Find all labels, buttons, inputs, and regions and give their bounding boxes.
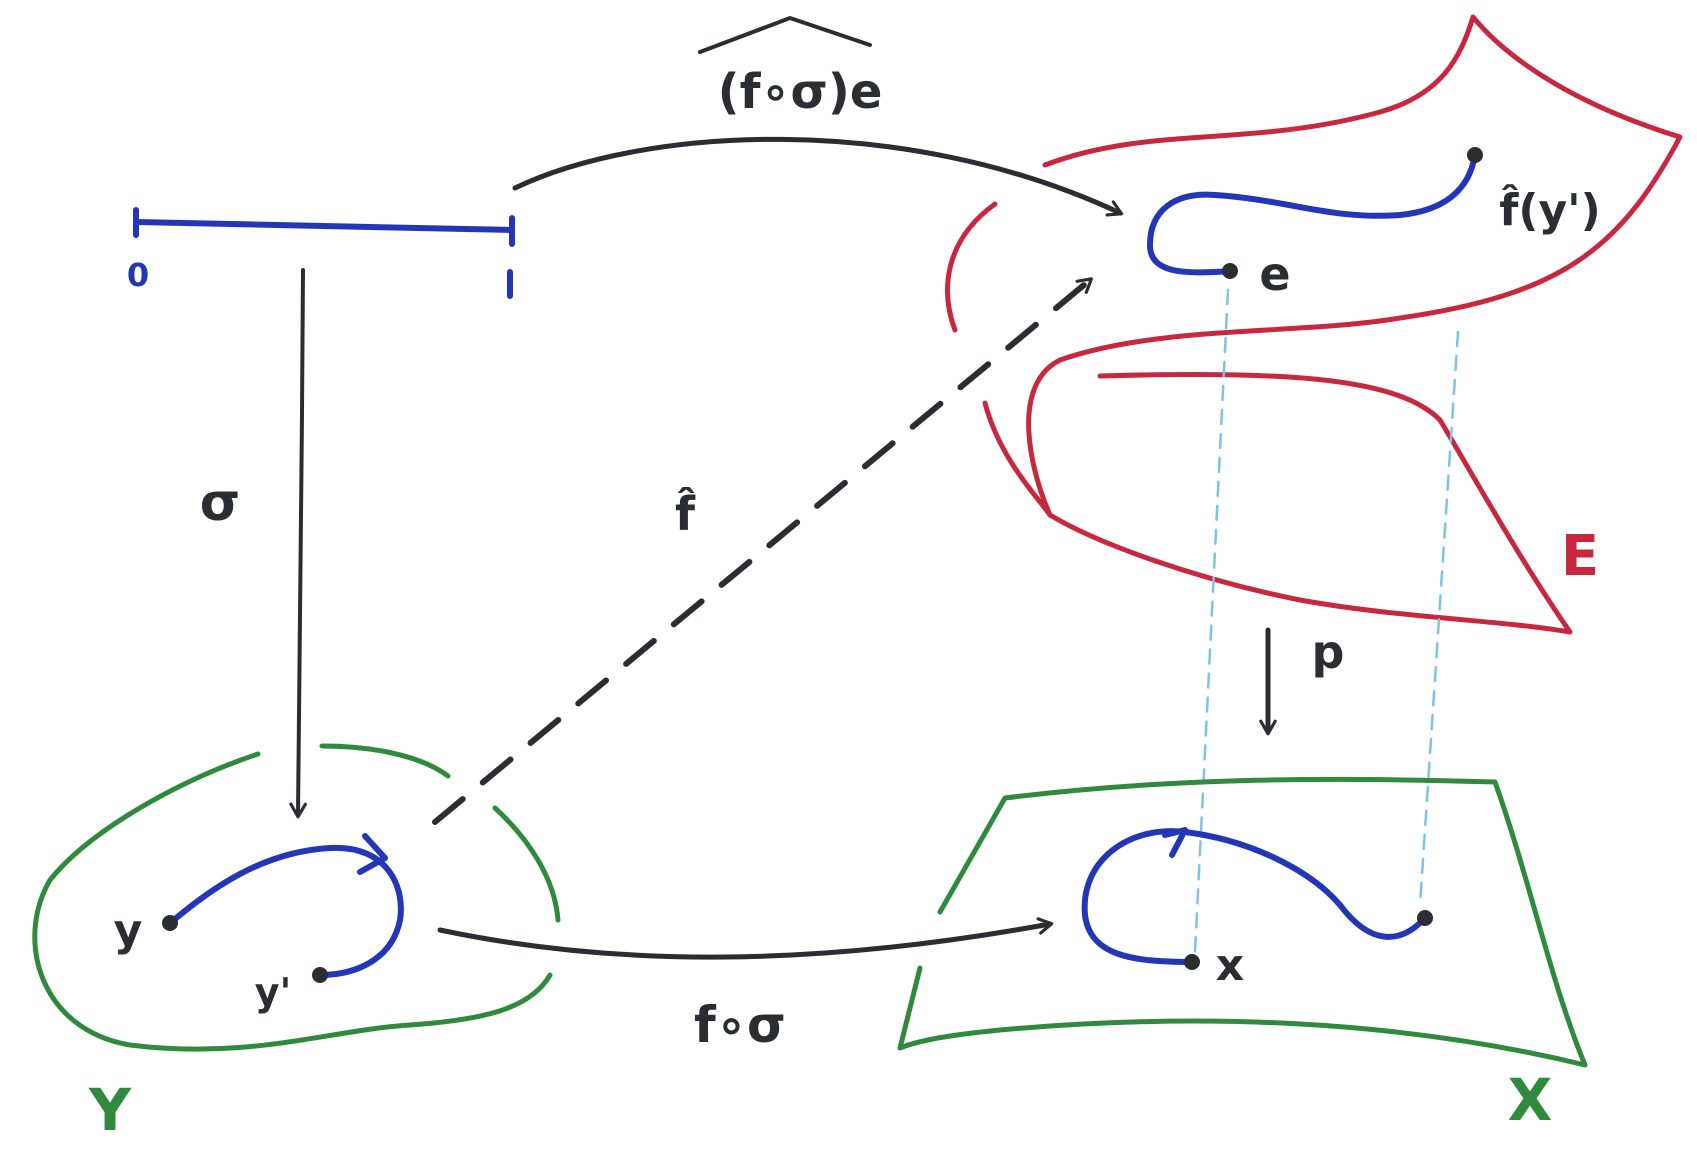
point-y-prime-label: y' <box>255 970 291 1014</box>
point-y-prime-dot <box>312 967 328 983</box>
lift-path-hat <box>698 16 872 54</box>
point-x-label: x <box>1216 940 1244 991</box>
lift-path-label: (f∘σ)e <box>718 64 883 120</box>
f-hat-label: f̂ <box>675 487 696 541</box>
f-sigma-label: f∘σ <box>694 996 786 1054</box>
projection-arrow: p <box>1259 625 1345 736</box>
space-X-label: X <box>1508 1066 1553 1134</box>
sigma-label: σ <box>200 473 241 533</box>
point-y-dot <box>162 915 178 931</box>
space-Y: Y <box>32 743 561 1144</box>
space-E-label: E <box>1561 524 1599 589</box>
projection-guide-lines <box>1193 288 1460 954</box>
space-Y-label: Y <box>88 1076 132 1144</box>
space-X: X <box>897 776 1588 1134</box>
path-in-X: x <box>1081 827 1433 991</box>
unit-interval: 0 <box>127 207 515 299</box>
point-x-dot <box>1184 954 1200 970</box>
lifted-path-in-E: e f̂(y') <box>1147 147 1601 301</box>
point-e-dot <box>1222 263 1238 279</box>
f-hat-dashed-arrow: f̂ <box>432 277 1093 825</box>
p-label: p <box>1312 625 1345 679</box>
point-y-label: y <box>114 905 143 956</box>
path-in-Y: y y' <box>114 833 404 1014</box>
space-E: E <box>945 14 1683 635</box>
path-end-dot <box>1417 910 1433 926</box>
point-e-label: e <box>1259 247 1290 301</box>
sigma-arrow: σ <box>200 268 307 819</box>
point-f-hat-y-prime-dot <box>1467 147 1483 163</box>
point-f-hat-y-prime-label: f̂(y') <box>1499 183 1601 236</box>
f-sigma-arrow: f∘σ <box>437 917 1054 1054</box>
interval-start-label: 0 <box>127 256 149 294</box>
lift-path-arrow: (f∘σ)e <box>512 16 1124 217</box>
